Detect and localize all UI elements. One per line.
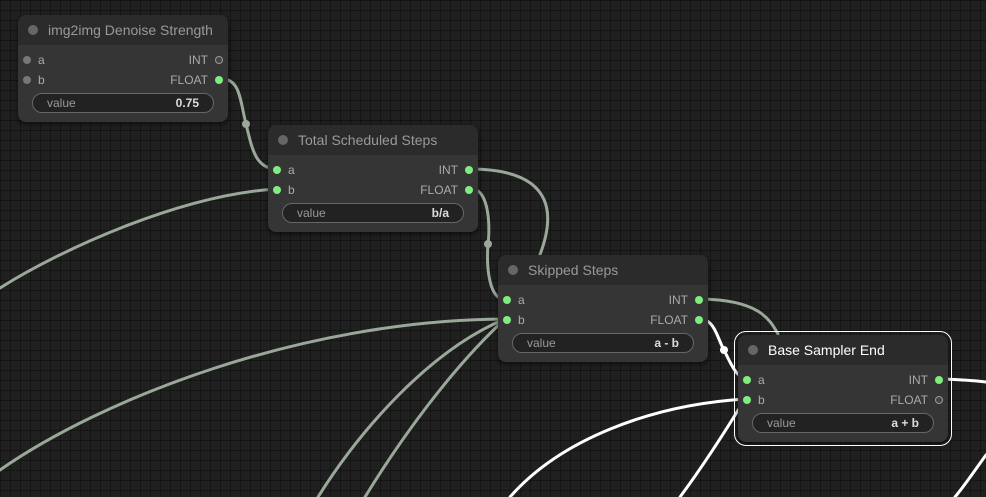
output-slot-float-icon[interactable] — [215, 76, 223, 84]
input-slot-b-icon[interactable] — [503, 316, 511, 324]
node-title: Skipped Steps — [528, 262, 619, 278]
output-label: INT — [908, 373, 928, 387]
widget-value: b/a — [431, 206, 449, 220]
input-label: a — [38, 53, 45, 67]
node-title: img2img Denoise Strength — [48, 22, 213, 38]
input-slot-a-icon[interactable] — [273, 166, 281, 174]
output-slot-float-icon[interactable] — [465, 186, 473, 194]
node-title: Total Scheduled Steps — [298, 132, 438, 148]
link — [0, 187, 278, 290]
value-widget[interactable]: value a - b — [512, 333, 694, 353]
slot-row: a INT — [268, 160, 478, 180]
link — [953, 453, 986, 497]
slot-row: b FLOAT — [498, 310, 708, 330]
input-label: a — [758, 373, 765, 387]
input-slot-b-icon[interactable] — [273, 186, 281, 194]
output-label: FLOAT — [420, 183, 458, 197]
node-title: Base Sampler End — [768, 342, 885, 358]
input-label: a — [518, 293, 525, 307]
input-slot-a-icon[interactable] — [23, 56, 31, 64]
widget-value: a - b — [654, 336, 679, 350]
value-widget[interactable]: value b/a — [282, 203, 464, 223]
slot-row: a INT — [18, 50, 228, 70]
link — [699, 297, 780, 336]
output-slot-int-icon[interactable] — [215, 56, 223, 64]
slot-row: a INT — [498, 290, 708, 310]
input-slot-b-icon[interactable] — [743, 396, 751, 404]
output-label: FLOAT — [650, 313, 688, 327]
link — [678, 397, 747, 497]
widget-label: value — [47, 96, 76, 110]
widget-label: value — [767, 416, 796, 430]
output-label: FLOAT — [170, 73, 208, 87]
link — [0, 317, 507, 472]
node-total-scheduled-steps[interactable]: Total Scheduled Steps a INT b FLOAT valu… — [268, 125, 478, 232]
widget-label: value — [527, 336, 556, 350]
link — [316, 317, 507, 497]
slot-row: a INT — [738, 370, 948, 390]
output-label: INT — [438, 163, 458, 177]
value-widget[interactable]: value a + b — [752, 413, 934, 433]
widget-value: a + b — [891, 416, 919, 430]
input-label: a — [288, 163, 295, 177]
link-midpoint — [484, 240, 492, 248]
widget-label: value — [297, 206, 326, 220]
collapse-dot-icon[interactable] — [28, 25, 38, 35]
input-slot-a-icon[interactable] — [503, 296, 511, 304]
input-label: b — [288, 183, 295, 197]
node-base-sampler-end[interactable]: Base Sampler End a INT b FLOAT value a +… — [734, 331, 952, 446]
node-skipped-steps[interactable]: Skipped Steps a INT b FLOAT value a - b — [498, 255, 708, 362]
input-slot-b-icon[interactable] — [23, 76, 31, 84]
collapse-dot-icon[interactable] — [508, 265, 518, 275]
output-label: INT — [188, 53, 208, 67]
link-midpoint — [720, 346, 728, 354]
output-slot-float-icon[interactable] — [695, 316, 703, 324]
output-label: INT — [668, 293, 688, 307]
output-slot-int-icon[interactable] — [695, 296, 703, 304]
input-label: b — [518, 313, 525, 327]
node-title-bar[interactable]: Skipped Steps — [498, 255, 708, 285]
node-img2img-denoise-strength[interactable]: img2img Denoise Strength a INT b FLOAT v… — [18, 15, 228, 122]
value-widget[interactable]: value 0.75 — [32, 93, 214, 113]
node-title-bar[interactable]: img2img Denoise Strength — [18, 15, 228, 45]
output-slot-int-icon[interactable] — [465, 166, 473, 174]
collapse-dot-icon[interactable] — [278, 135, 288, 145]
link — [470, 167, 550, 264]
node-title-bar[interactable]: Base Sampler End — [738, 335, 948, 365]
link-midpoint — [242, 120, 250, 128]
link — [508, 397, 747, 497]
slot-row: b FLOAT — [268, 180, 478, 200]
link — [363, 317, 507, 497]
input-label: b — [38, 73, 45, 87]
widget-value: 0.75 — [175, 96, 199, 110]
node-title-bar[interactable]: Total Scheduled Steps — [268, 125, 478, 155]
output-slot-float-icon[interactable] — [935, 396, 943, 404]
slot-row: b FLOAT — [18, 70, 228, 90]
output-slot-int-icon[interactable] — [935, 376, 943, 384]
output-label: FLOAT — [890, 393, 928, 407]
slot-row: b FLOAT — [738, 390, 948, 410]
input-label: b — [758, 393, 765, 407]
collapse-dot-icon[interactable] — [748, 345, 758, 355]
input-slot-a-icon[interactable] — [743, 376, 751, 384]
